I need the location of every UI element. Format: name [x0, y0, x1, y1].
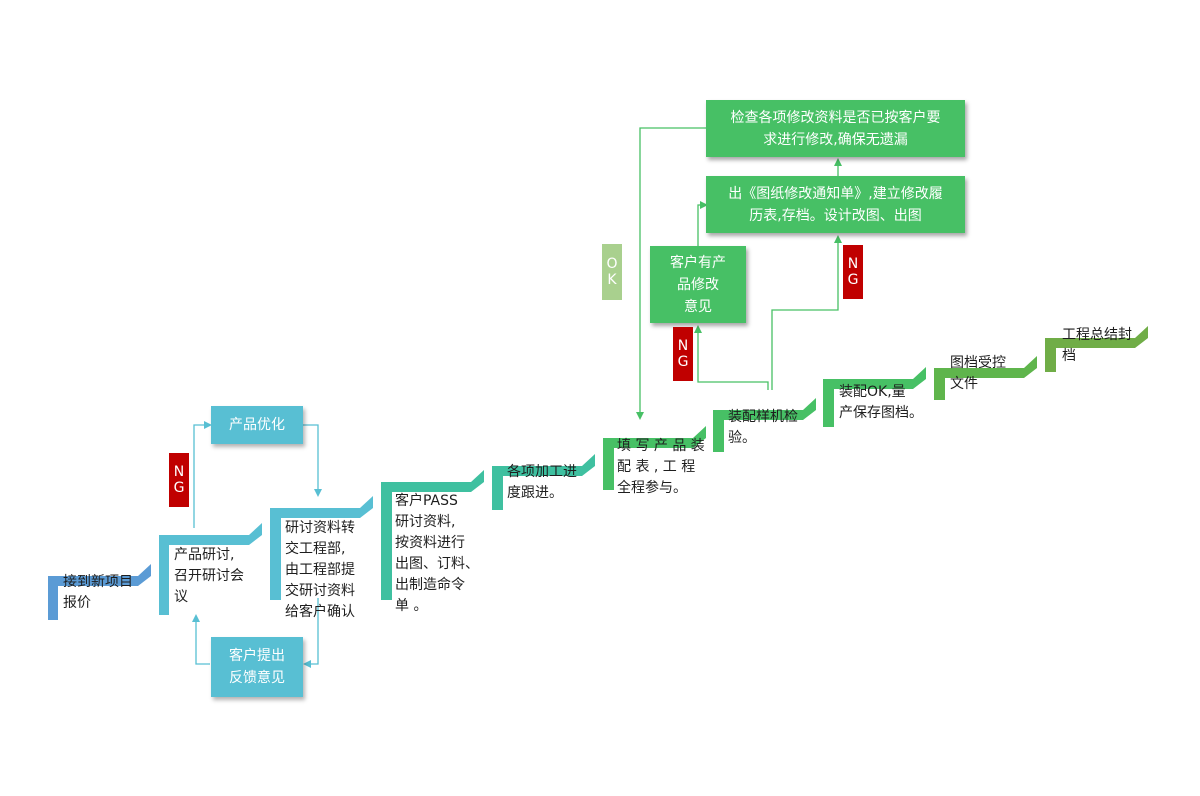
step-8-label: 装配OK,量 产保存图档。: [839, 384, 923, 421]
step-3-shape: [270, 496, 373, 600]
step-shapes: [48, 326, 1148, 620]
step-6-shape: [603, 426, 706, 490]
step-3-label: 研讨资料转 交工程部, 由工程部提 交研讨资料 给客户确认: [285, 520, 355, 620]
step-2-shape: [159, 523, 262, 615]
step-2-label: 产品研讨, 召开研讨会 议: [174, 547, 244, 605]
ng-tag-notice: NG: [843, 245, 863, 299]
connector-step7-to-notice: [771, 235, 842, 390]
customer-opinion-box: 客户有产 品修改 意见: [650, 246, 746, 323]
step-10-shape: [1045, 326, 1148, 372]
ng-tag-optimize-label: NG: [171, 464, 187, 496]
step-5-label: 各项加工进 度跟进。: [507, 464, 577, 501]
step-8-shape: [823, 367, 926, 427]
step-4-shape: [381, 470, 484, 600]
connector-opinion-to-notice: [697, 201, 708, 246]
connectors: [192, 127, 842, 668]
step-1-shape: [48, 564, 151, 620]
connector-feedback-to-step2: [192, 614, 210, 665]
ng-tag-opinion: NG: [673, 327, 693, 381]
ng-tag-optimize: NG: [169, 453, 189, 507]
step-7-label: 装配样机检 验。: [728, 409, 798, 446]
step-10-label: 工程总结封 档: [1062, 327, 1132, 364]
step-9-label: 图档受控 文件: [950, 355, 1006, 392]
connector-check-to-step6: [636, 127, 706, 420]
connector-step7-to-opinion: [694, 325, 769, 390]
ok-tag: OK: [602, 244, 622, 300]
product-optimize-box: 产品优化: [211, 406, 303, 444]
step-4-label: 客户PASS 研讨资料, 按资料进行 出图、订料、 出制造命令 单 。: [395, 493, 479, 614]
ng-tag-notice-label: NG: [845, 256, 861, 288]
connector-optimize-to-step3: [303, 424, 322, 497]
step-1-label: 接到新项目 报价: [63, 574, 133, 611]
step-9-shape: [934, 356, 1037, 400]
customer-feedback-box: 客户提出 反馈意见: [211, 637, 303, 697]
modify-notice-box: 出《图纸修改通知单》,建立修改履 历表,存档。设计改图、出图: [706, 176, 965, 233]
ok-tag-label: OK: [604, 256, 620, 288]
connector-step3-to-feedback: [303, 598, 319, 668]
connector-step2-to-optimize: [193, 421, 212, 528]
check-modification-box: 检查各项修改资料是否已按客户要 求进行修改,确保无遗漏: [706, 100, 965, 157]
step-7-shape: [713, 398, 816, 452]
step-6-label: 填 写 产 品 装 配 表 , 工 程 全程参与。: [617, 438, 705, 496]
ng-tag-opinion-label: NG: [675, 338, 691, 370]
step-5-shape: [492, 454, 595, 510]
